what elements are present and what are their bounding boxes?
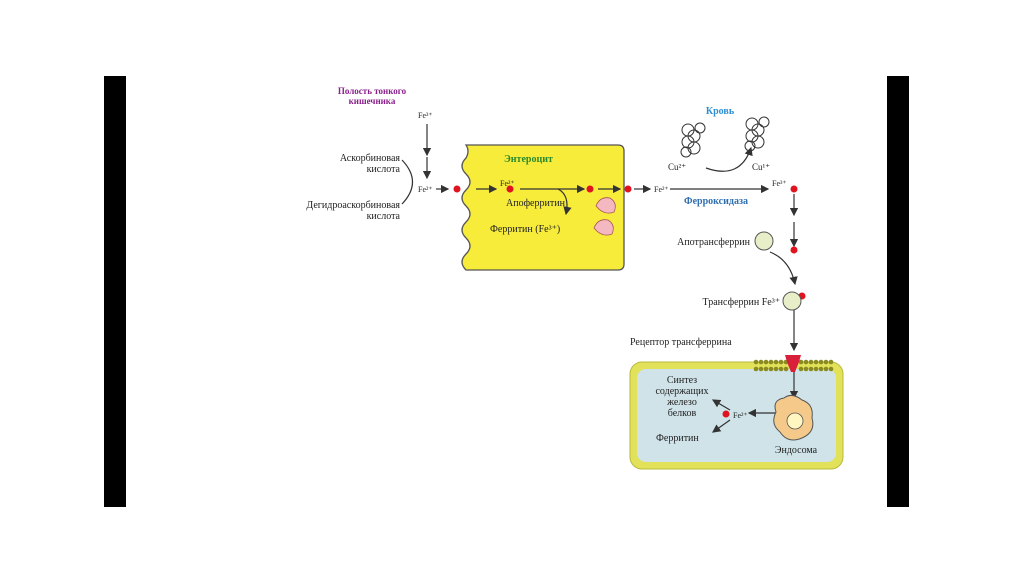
right-black-bar: [887, 76, 909, 507]
dehydro-label-1: Дегидроаскорбиновая: [306, 200, 400, 211]
apotransferrin-sphere: [754, 231, 774, 251]
ascorbic-label-1: Аскорбиновая: [340, 153, 401, 164]
dehydro-label-2: кислота: [367, 211, 401, 222]
fe2-cell-label: Fe²⁺: [733, 411, 748, 420]
ferritin-bottom-label: Ферритин: [656, 433, 699, 444]
endosome-core: [786, 412, 804, 430]
synthesis-label-2: содержащих: [655, 386, 708, 397]
ascorbic-label-2: кислота: [367, 164, 401, 175]
fe2-out-label: Fe²⁺: [654, 185, 669, 194]
left-black-bar: [104, 76, 126, 507]
enterocyte-cell: [461, 144, 625, 271]
enterocyte-label: Энтероцит: [504, 154, 553, 165]
fe2-inner-label: Fe²⁺: [500, 179, 515, 188]
apoferritin-label: Апоферритин: [506, 198, 566, 209]
fe3-top-label: Fe³⁺: [418, 111, 433, 120]
transferrin-receptor: [785, 355, 801, 372]
lumen-label-2: кишечника: [349, 96, 396, 106]
fe3-right-label: Fe³⁺: [772, 179, 787, 188]
transferrin-label: Трансферрин Fe³⁺: [703, 297, 780, 308]
ceruloplasmin-right-icon: [744, 116, 770, 152]
lumen-label-1: Полость тонкого: [338, 86, 407, 96]
ascorbate-redox-arc: [401, 159, 414, 205]
endosome-label: Эндосома: [775, 445, 818, 456]
synthesis-label-1: Синтез: [667, 375, 697, 386]
receptor-label: Рецептор трансферрина: [630, 337, 732, 348]
ferritin-blob-2: [593, 219, 614, 236]
synthesis-label-3: железо: [666, 397, 697, 408]
cu-left-label: Cu²⁺: [668, 162, 686, 172]
target-cell-inner: [637, 369, 836, 462]
ceruloplasmin-left-icon: [680, 122, 706, 158]
ferritin-blob-1: [595, 197, 616, 214]
synthesis-label-4: белков: [668, 408, 697, 419]
ferritin-cell-label: Ферритин (Fe³⁺): [490, 224, 560, 235]
fe2-left-label: Fe²⁺: [418, 185, 433, 194]
cell-membrane: [753, 359, 834, 372]
transferrin-sphere: [782, 291, 802, 311]
cu-right-label: Cu¹⁺: [752, 162, 770, 172]
pathway-arrows: [422, 124, 799, 433]
apotransferrin-label: Апотрансферрин: [677, 237, 751, 248]
blood-label: Кровь: [706, 106, 735, 117]
ferroxidase-label: Ферроксидаза: [684, 196, 748, 207]
